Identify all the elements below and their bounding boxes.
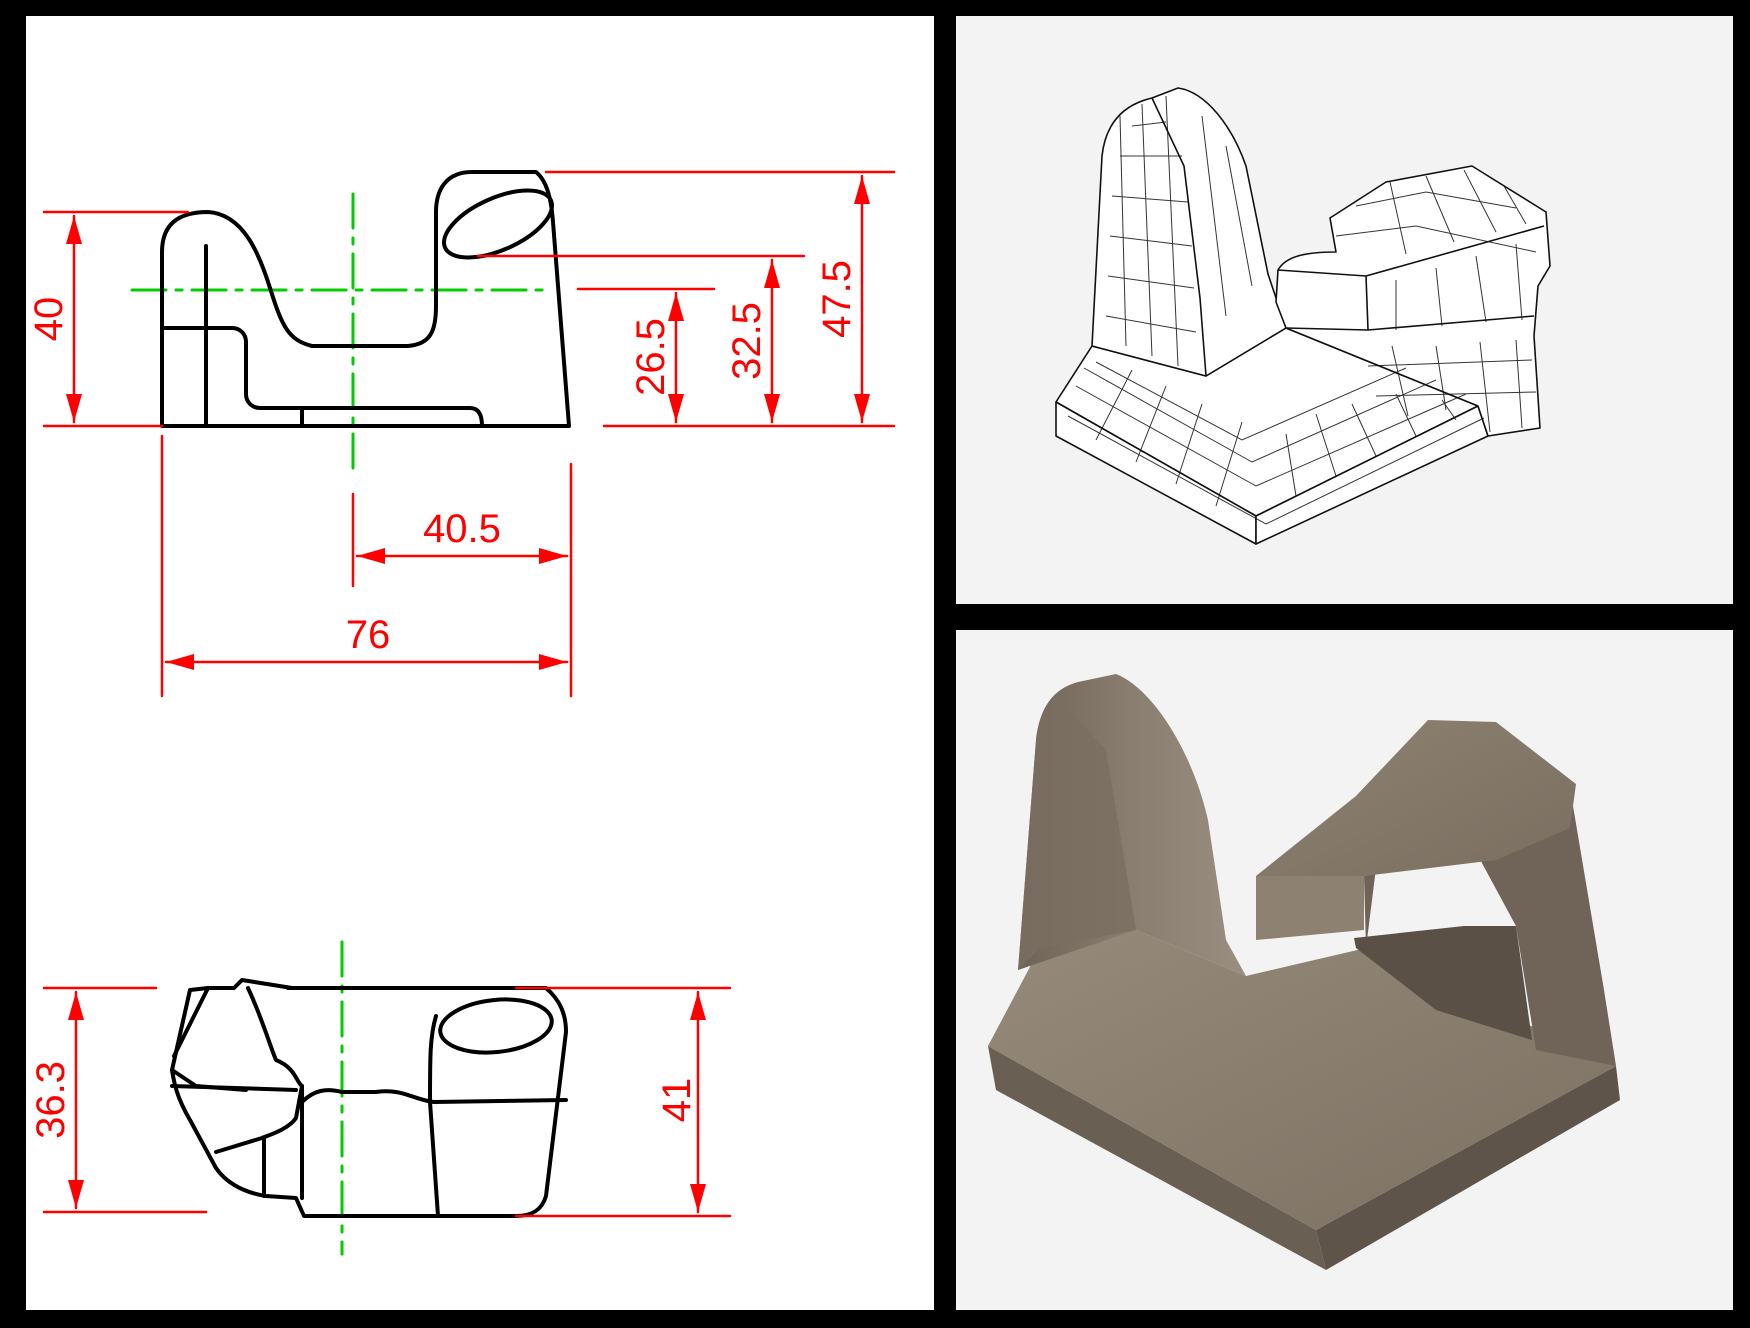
dim-width-76: 76 bbox=[346, 613, 391, 657]
shaded-model bbox=[988, 674, 1620, 1270]
solid-right-block-front bbox=[1256, 876, 1364, 940]
wireframe-mesh bbox=[1067, 95, 1537, 525]
drawing-canvas: 40 26.5 32.5 47.5 40.5 76 bbox=[27, 170, 896, 1256]
dim-width-40-5: 40.5 bbox=[423, 507, 501, 551]
front-view: 40 26.5 32.5 47.5 40.5 76 bbox=[27, 170, 896, 698]
solid-right-block-under bbox=[1354, 926, 1532, 1040]
front-arrowheads bbox=[66, 176, 870, 670]
solid-right-block-top bbox=[1256, 720, 1576, 876]
top-outline bbox=[170, 978, 568, 1218]
front-outline bbox=[160, 170, 571, 428]
wireframe-model bbox=[1055, 87, 1551, 545]
solid-left-tower-front bbox=[1018, 696, 1136, 970]
dim-height-32-5: 32.5 bbox=[725, 302, 769, 380]
top-view: 36.3 41 bbox=[29, 940, 732, 1256]
shaded-render-panel bbox=[956, 630, 1733, 1310]
front-centerlines bbox=[130, 192, 546, 470]
dim-height-40: 40 bbox=[27, 297, 71, 342]
engineering-drawing-panel: 40 26.5 32.5 47.5 40.5 76 bbox=[26, 16, 934, 1310]
top-dimension-lines bbox=[42, 986, 732, 1218]
dim-height-36-3: 36.3 bbox=[29, 1061, 73, 1139]
solid-base-right bbox=[1316, 1066, 1620, 1270]
dim-height-26-5: 26.5 bbox=[629, 318, 673, 396]
wireframe-render-panel bbox=[956, 16, 1733, 604]
dim-height-47-5: 47.5 bbox=[815, 260, 859, 338]
solid-right-block-side bbox=[1364, 800, 1616, 1066]
top-arrowheads bbox=[68, 992, 706, 1212]
solid-base-front bbox=[988, 1046, 1326, 1270]
dim-height-41: 41 bbox=[655, 1078, 699, 1123]
front-dimension-lines bbox=[42, 170, 896, 698]
